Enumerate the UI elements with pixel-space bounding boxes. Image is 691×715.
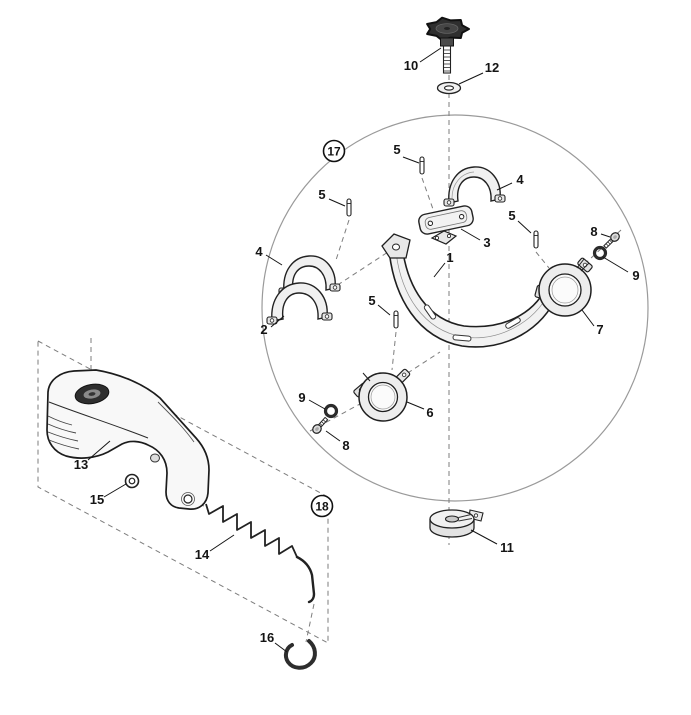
handle-foot-hole [183,494,193,504]
pin-top [419,156,425,175]
pin-center [393,310,399,329]
assembly-plane-outline [37,340,329,644]
callout-15: 15 [90,492,104,507]
callout-4-left: 4 [255,244,263,259]
assembly-boundary-circle [261,114,649,502]
callout-7: 7 [596,322,603,337]
part-clip [283,639,317,670]
callout-2: 2 [260,322,267,337]
knob-threaded-shaft [442,45,452,74]
part-nut-left [323,403,339,419]
part-base-mount [429,509,484,538]
leader-lines [87,47,629,653]
callout-8-right: 8 [590,224,597,239]
group-marker-18-label: 18 [315,500,329,514]
part-main-bracket [381,230,561,348]
callout-5-right: 5 [508,208,515,223]
callout-5-top: 5 [393,142,400,157]
part-washer-top [436,81,462,95]
group-marker-17: 17 [322,139,346,163]
spring-rod [295,555,316,604]
callout-10: 10 [404,58,418,73]
callout-12: 12 [485,60,499,75]
part-knob [426,16,470,74]
part-grommet [124,473,140,489]
assembly-axes [90,48,622,643]
callout-1: 1 [446,250,453,265]
part-plate [418,205,474,235]
part-pins [346,156,539,329]
part-screw-left [312,416,329,434]
pin-left [346,198,352,217]
callout-8-left: 8 [342,438,349,453]
callout-9-left: 9 [298,390,305,405]
part-saddle-lower-left [266,282,333,325]
callout-11: 11 [500,540,514,555]
part-clamp-right [534,257,593,317]
callout-labels: 10 12 5 4 5 3 5 8 9 1 4 2 5 7 6 9 8 11 1… [74,58,640,645]
callout-14: 14 [195,547,210,562]
group-marker-17-label: 17 [327,145,341,159]
handle-top-hole [74,383,110,405]
part-nut-right [592,245,608,261]
part-saddle-upper-right [443,166,506,207]
callout-16: 16 [260,630,274,645]
group-marker-18: 18 [310,494,334,518]
callout-9-right: 9 [632,268,639,283]
callout-3: 3 [483,235,490,250]
callout-4-right: 4 [516,172,524,187]
part-handle-body [46,369,210,510]
callout-13: 13 [74,457,88,472]
callout-5-center: 5 [368,293,375,308]
callout-5-left: 5 [318,187,325,202]
callout-6: 6 [426,405,433,420]
part-spring [205,503,316,604]
part-clamp-center [353,368,411,422]
pin-right [533,230,539,249]
part-screw-right [603,232,620,249]
